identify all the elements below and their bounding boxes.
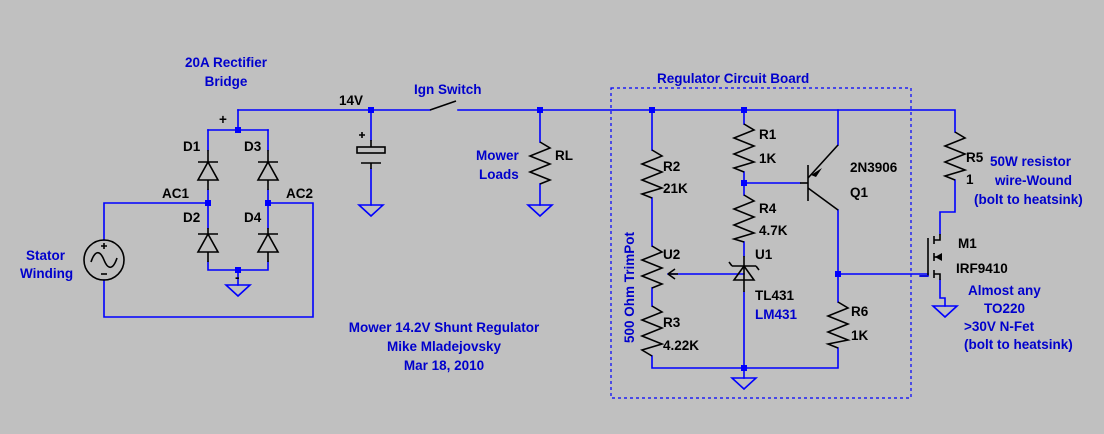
r2-label: R2 (663, 159, 680, 174)
resistor-r1 (731, 123, 757, 173)
ac1-label: AC1 (162, 186, 189, 201)
board-label: Regulator Circuit Board (657, 71, 809, 86)
wires (103, 109, 956, 379)
r1-label: R1 (759, 127, 777, 142)
r3-value: 4.22K (663, 338, 699, 353)
r2-value: 21K (663, 181, 688, 196)
d3-label: D3 (244, 139, 262, 154)
diode-d2 (196, 228, 220, 262)
r5-note-line2: wire-Wound (994, 173, 1072, 188)
ign-switch-label: Ign Switch (414, 82, 482, 97)
diode-d4 (256, 228, 280, 262)
mower-loads-line2: Loads (479, 167, 519, 182)
m1-type-label: IRF9410 (956, 261, 1008, 276)
junction-dot (835, 271, 841, 277)
ignition-switch-icon (429, 100, 457, 111)
resistor-r3 (639, 305, 665, 357)
schematic-title-line2: Mike Mladejovsky (387, 339, 502, 354)
transistor-q1 (800, 144, 839, 211)
ground-icon (729, 377, 759, 391)
rl-label: RL (555, 148, 573, 163)
q1-type-label: 2N3906 (850, 160, 898, 175)
diode-d1 (196, 150, 220, 190)
r4-value: 4.7K (759, 223, 788, 238)
u2-label: U2 (663, 247, 680, 262)
junction-dot (537, 107, 543, 113)
bridge-plus-label: + (219, 112, 227, 127)
resistor-r2 (639, 149, 665, 199)
ground-icon (525, 204, 555, 218)
stator-source-icon (83, 239, 125, 281)
ground-icon (223, 284, 253, 298)
ground-icon (356, 204, 386, 218)
ground-icon (930, 305, 960, 319)
r5-note-line3: (bolt to heatsink) (974, 192, 1083, 207)
r5-value: 1 (966, 172, 974, 187)
schematic-title-line1: Mower 14.2V Shunt Regulator (349, 320, 540, 335)
mower-loads-line1: Mower (476, 148, 520, 163)
resistor-rl (527, 141, 553, 185)
resistor-r6 (825, 301, 851, 349)
r6-label: R6 (851, 304, 869, 319)
q1-label: Q1 (850, 185, 869, 200)
stator-label-line2: Winding (20, 266, 73, 281)
fet-note-line4: (bolt to heatsink) (964, 337, 1073, 352)
r5-note-line1: 50W resistor (990, 154, 1072, 169)
resistor-r5 (942, 131, 968, 181)
bridge-minus-label: - (235, 270, 240, 285)
resistor-r4 (731, 194, 757, 243)
fet-note-line3: >30V N-Fet (964, 319, 1035, 334)
junctions (205, 107, 841, 371)
r6-value: 1K (851, 328, 869, 343)
diode-d3 (256, 150, 280, 190)
schematic-title-line3: Mar 18, 2010 (404, 358, 484, 373)
d2-label: D2 (183, 210, 200, 225)
bridge-title-line2: Bridge (205, 74, 248, 89)
tl431-label: TL431 (755, 288, 795, 303)
fet-note-line2: TO220 (984, 301, 1025, 316)
voltage-14v-label: 14V (339, 93, 363, 108)
junction-dot (235, 127, 241, 133)
d4-label: D4 (244, 210, 262, 225)
lm431-label: LM431 (755, 307, 798, 322)
ac2-label: AC2 (286, 186, 313, 201)
stator-label-line1: Stator (26, 248, 66, 263)
trimpot-label: 500 Ohm TrimPot (622, 231, 637, 343)
u1-label: U1 (755, 247, 773, 262)
m1-label: M1 (958, 236, 977, 251)
junction-dot (741, 107, 747, 113)
shunt-regulator-u1 (728, 256, 760, 292)
junction-dot (235, 267, 241, 273)
junction-dot (649, 107, 655, 113)
r5-label: R5 (966, 150, 984, 165)
r3-label: R3 (663, 315, 681, 330)
bridge-title-line1: 20A Rectifier (185, 55, 268, 70)
junction-dot (205, 200, 211, 206)
r4-label: R4 (759, 201, 777, 216)
junction-dot (741, 180, 747, 186)
r1-value: 1K (759, 151, 777, 166)
d1-label: D1 (183, 139, 201, 154)
junction-dot (741, 365, 747, 371)
junction-dot (265, 200, 271, 206)
battery-icon (356, 132, 386, 169)
trimpot-u2 (639, 245, 678, 289)
fet-note-line1: Almost any (968, 283, 1041, 298)
mosfet-m1 (920, 234, 942, 280)
junction-dot (368, 107, 374, 113)
regulator-board-outline (610, 87, 912, 399)
